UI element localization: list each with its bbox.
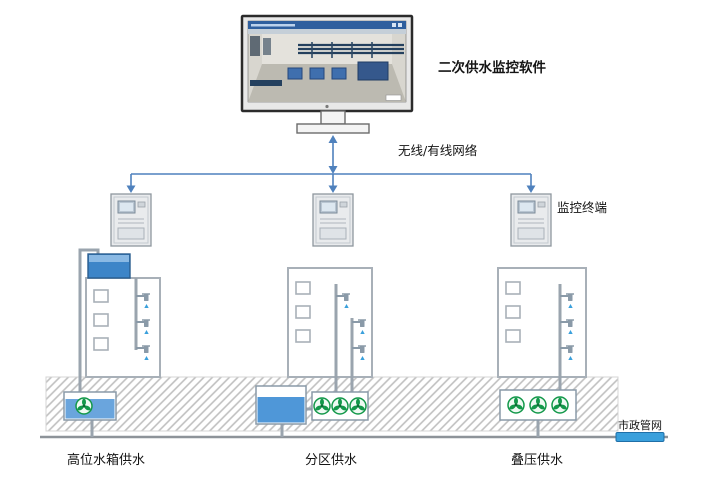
pump-box-left xyxy=(63,391,117,421)
monitor-power-button xyxy=(325,104,329,109)
pipes xyxy=(78,248,562,437)
pump-fan-icon xyxy=(349,397,367,415)
pump-fan-icon xyxy=(551,396,569,414)
arrow-down-icon xyxy=(328,166,338,174)
reservoir-tank xyxy=(255,385,307,425)
control-cabinet-middle xyxy=(312,193,354,247)
monitor-stand xyxy=(320,110,346,125)
software-label: 二次供水监控软件 xyxy=(438,59,546,76)
pump-box-right xyxy=(499,389,577,421)
municipal-label: 市政管网 xyxy=(618,418,662,432)
window-icon xyxy=(93,313,109,327)
tank-supply-pipe xyxy=(78,248,100,392)
network-links xyxy=(126,135,536,193)
pump-fan-icon xyxy=(75,397,93,415)
window-icon xyxy=(505,305,521,319)
window-icon xyxy=(295,329,311,343)
pump-fan-icon xyxy=(331,397,349,415)
monitor-base xyxy=(296,123,370,134)
screen-titlebar xyxy=(248,21,406,29)
pump-box-middle xyxy=(311,391,369,421)
control-cabinet-right xyxy=(510,193,552,247)
terminal-label: 监控终端 xyxy=(557,200,607,215)
system-label-middle: 分区供水 xyxy=(305,453,357,468)
monitor xyxy=(240,14,414,134)
window-icon xyxy=(505,329,521,343)
system-label-right: 叠压供水 xyxy=(511,453,563,468)
rooftop-tank xyxy=(87,253,131,279)
pump-fan-icon xyxy=(529,396,547,414)
pump-fan-icon xyxy=(313,397,331,415)
municipal-pipe-segment xyxy=(615,432,665,442)
window-icon xyxy=(93,289,109,303)
control-cabinet-left xyxy=(110,193,152,247)
system-label-left: 高位水箱供水 xyxy=(67,452,145,468)
arrow-down-icon xyxy=(126,185,136,193)
window-icon xyxy=(295,281,311,295)
arrow-down-icon xyxy=(526,185,536,193)
window-icon xyxy=(93,337,109,351)
window-icon xyxy=(505,281,521,295)
arrow-down-icon xyxy=(328,185,338,193)
monitor-screen xyxy=(247,20,407,103)
window-icon xyxy=(295,305,311,319)
network-label: 无线/有线网络 xyxy=(398,143,478,158)
pump-fan-icon xyxy=(507,396,525,414)
arrow-up-icon xyxy=(328,135,338,143)
pump-room-3d-view xyxy=(248,34,406,102)
